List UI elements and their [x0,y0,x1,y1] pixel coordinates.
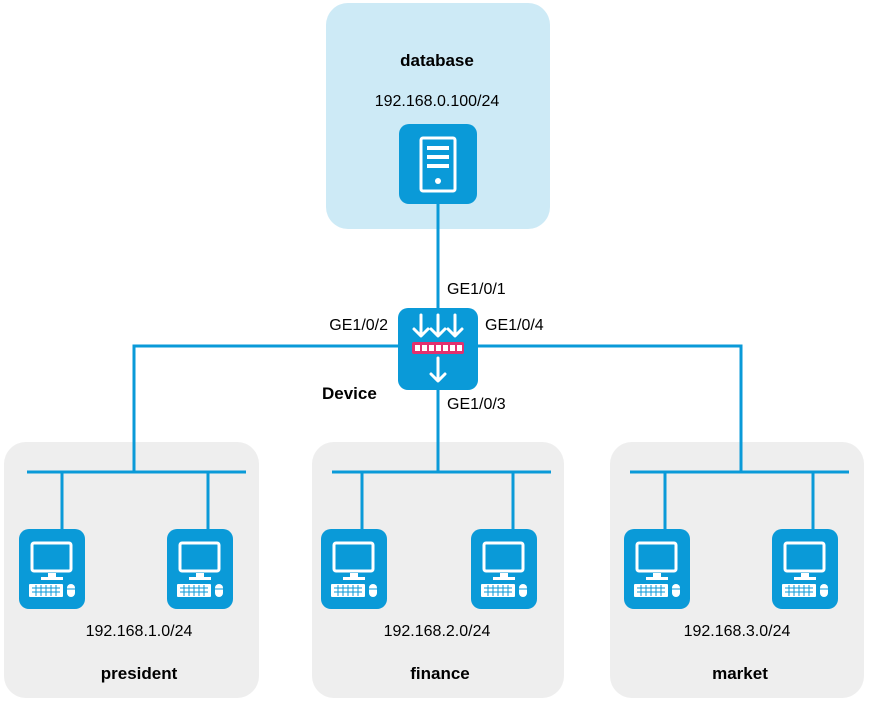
server-icon[interactable] [399,124,477,204]
database-ip: 192.168.0.100/24 [375,93,500,110]
database-zone [326,3,550,229]
group-name: finance [410,664,470,683]
port-label-ge3: GE1/0/3 [447,396,506,413]
link-ge2 [132,344,398,472]
pc-icon[interactable] [165,527,235,611]
pc-icon[interactable] [319,527,389,611]
group-name: president [101,664,178,683]
link-ge4 [478,344,743,472]
group-zone-president [4,442,259,698]
links [132,203,743,472]
group-subnet: 192.168.3.0/24 [684,623,791,640]
pc-icon[interactable] [622,527,692,611]
group-subnet: 192.168.1.0/24 [86,623,193,640]
device-name: Device [322,384,377,403]
group-zone-market [610,442,864,698]
pc-icon[interactable] [469,527,539,611]
group-zone-finance [312,442,564,698]
database-name: database [400,51,474,70]
port-label-ge2: GE1/0/2 [329,317,388,334]
group-name: market [712,664,768,683]
port-label-ge1: GE1/0/1 [447,281,506,298]
port-label-ge4: GE1/0/4 [485,317,544,334]
pc-icon[interactable] [770,527,840,611]
group-buses [27,470,849,530]
group-subnet: 192.168.2.0/24 [384,623,491,640]
firewall-icon[interactable] [398,308,478,390]
pc-icon[interactable] [17,527,87,611]
